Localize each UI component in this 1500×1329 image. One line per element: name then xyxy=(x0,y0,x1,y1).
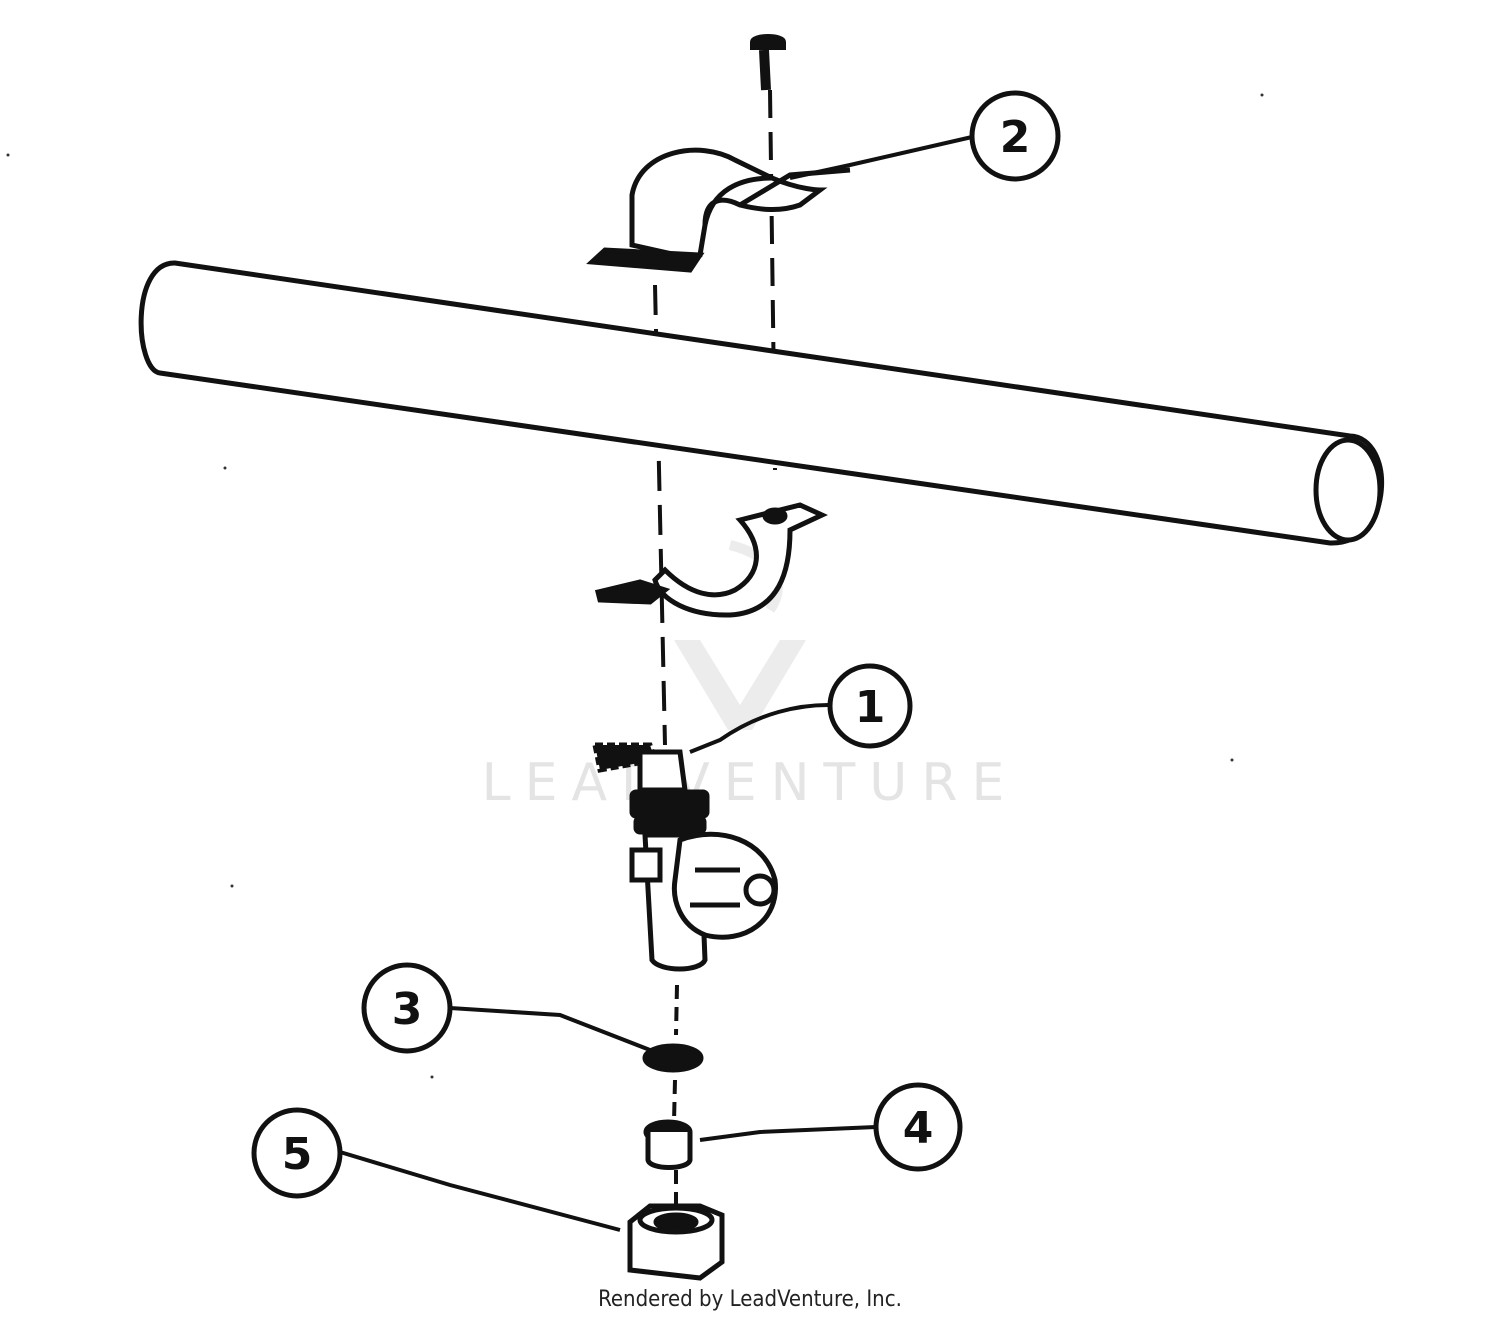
lower-clamp xyxy=(594,502,828,618)
callout-label: 3 xyxy=(392,984,423,1035)
watermark: LEADVENTURE xyxy=(482,540,1019,813)
leader-4 xyxy=(699,1125,877,1142)
callout-label: 4 xyxy=(903,1103,934,1154)
callout-5: 5 xyxy=(251,1107,343,1199)
leader-2 xyxy=(789,135,973,180)
washer xyxy=(642,1043,704,1073)
nut xyxy=(627,1203,725,1281)
upper-clamp xyxy=(586,147,851,273)
scan-specks xyxy=(6,93,1264,1079)
callout-label: 2 xyxy=(1000,112,1031,163)
tube xyxy=(138,260,1385,546)
plug xyxy=(643,1119,693,1170)
screw xyxy=(750,34,786,91)
callout-2: 2 xyxy=(969,90,1061,182)
callouts: 1 2 3 4 5 xyxy=(251,90,1061,1199)
leader-3 xyxy=(449,1006,651,1052)
callout-label: 5 xyxy=(282,1129,313,1180)
watermark-text: LEADVENTURE xyxy=(482,753,1019,813)
callout-label: 1 xyxy=(855,682,886,733)
callout-1: 1 xyxy=(827,663,913,749)
leader-lines xyxy=(339,135,973,1232)
leader-1 xyxy=(689,703,829,754)
callout-4: 4 xyxy=(873,1082,963,1172)
render-credit: Rendered by LeadVenture, Inc. xyxy=(598,1287,902,1312)
drain-valve xyxy=(591,742,778,972)
leader-5 xyxy=(339,1150,621,1232)
callout-3: 3 xyxy=(361,962,453,1054)
